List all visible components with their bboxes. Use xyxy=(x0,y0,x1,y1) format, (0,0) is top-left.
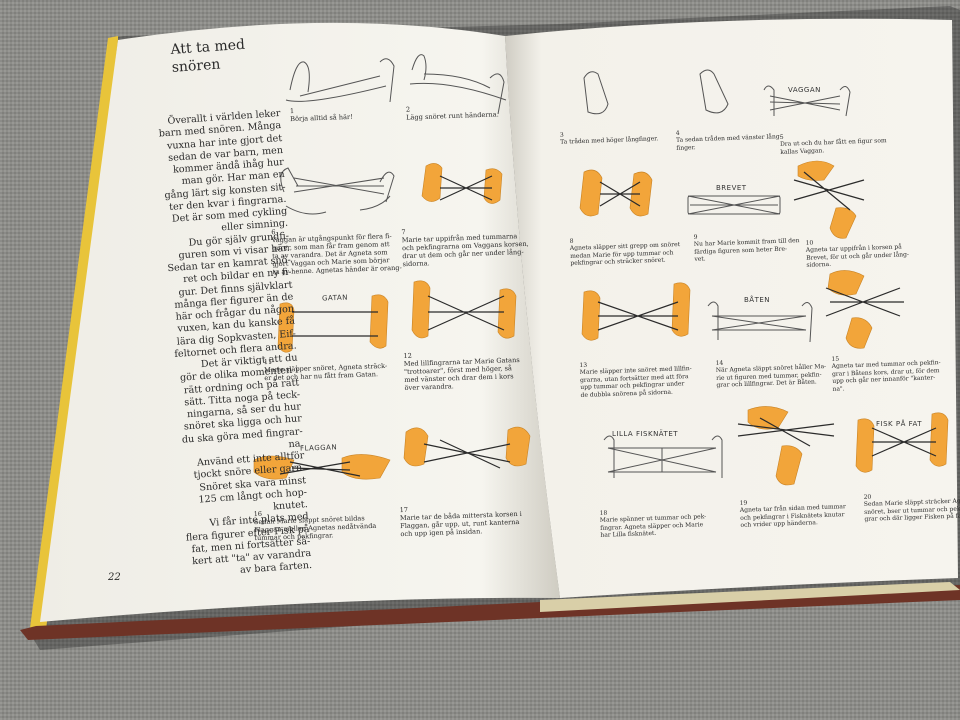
fig-4-hand-illustration xyxy=(699,69,729,114)
fig-2-hands-illustration xyxy=(409,54,507,115)
fig-3-hand-illustration xyxy=(583,71,609,115)
orange-hands-group xyxy=(253,160,949,486)
figure-label-gatan: GATAN xyxy=(321,293,349,303)
figure-label-lilla-fisknatet: LILLA FISKNÄTET xyxy=(612,430,679,438)
fig-9-brevet-illustration xyxy=(687,195,781,215)
fig-18-lilla-fisknatet-illustration xyxy=(603,435,723,478)
book-cover-edge xyxy=(30,36,118,630)
figure-label-fisk-pa-fat: FISK PÅ FAT xyxy=(876,420,922,428)
chapter-heading: Att ta med snören xyxy=(170,36,246,76)
fig-14-baten-illustration xyxy=(707,301,813,343)
page-number: 22 xyxy=(108,572,121,583)
figure-label-brevet: BREVET xyxy=(716,184,747,192)
figure-label-baten: BÅTEN xyxy=(744,296,771,304)
fig-1-hands-illustration xyxy=(285,58,395,103)
fig-5-vaggan-illustration xyxy=(763,85,851,117)
string-lines-group xyxy=(279,171,937,477)
figure-label-vaggan: VAGGAN xyxy=(788,86,821,94)
figure-label-flaggan: FLAGGAN xyxy=(299,443,338,453)
fig-6-vaggan-illustration xyxy=(280,167,395,215)
